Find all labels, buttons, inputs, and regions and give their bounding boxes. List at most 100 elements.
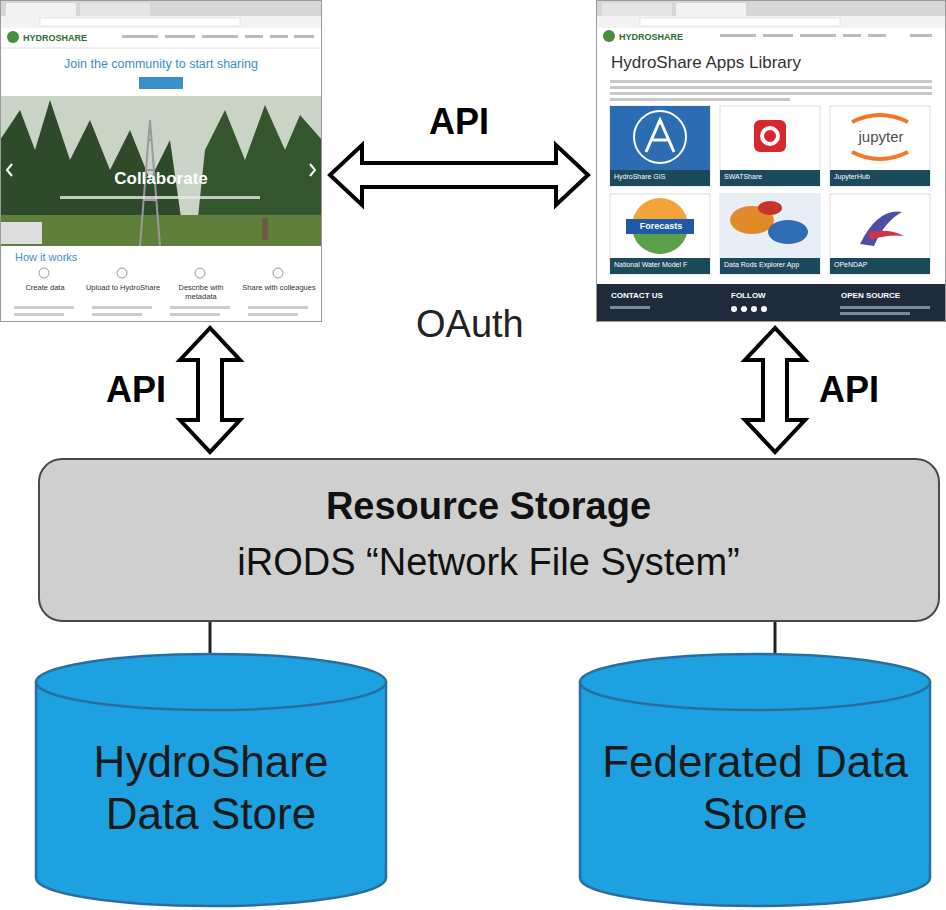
nav-item: [165, 35, 195, 38]
nav-item: [294, 35, 314, 38]
text-slot: OPEN SOURCE: [841, 291, 941, 301]
jupyter-arc: [852, 152, 908, 159]
node-text: Join the community to start sharing: [1, 57, 321, 72]
text-line: [14, 306, 74, 309]
text-slot: HydroShare Apps Library: [611, 53, 931, 73]
node-text: iRODS “Network File System”: [40, 540, 937, 586]
app-tile: ForecastsNational Water Model F: [611, 195, 711, 275]
cylinder-top: [36, 654, 386, 710]
cylinder-top: [580, 654, 930, 710]
text-line: [248, 313, 298, 316]
app-tile: SWATShare: [721, 107, 821, 187]
browser-tabbar: [0, 0, 322, 16]
gis-icon: [646, 120, 674, 152]
tile-label-bar: [720, 170, 820, 186]
social-icon: [751, 306, 757, 312]
database-cylinder: Federated Data Store: [578, 652, 932, 908]
app-tile: Data Rods Explorer App: [721, 195, 821, 275]
tile-label-bar: [610, 258, 710, 274]
apps-library-screenshot: HYDROSHARE HydroShare Apps LibraryCONTACT…: [596, 0, 946, 322]
edge-label: API: [429, 100, 489, 143]
node-text: Share with colleagues: [241, 284, 317, 293]
double-block-arrow: [180, 328, 240, 452]
node-text: Create data: [7, 284, 83, 293]
photo-person: [262, 218, 268, 240]
double-block-arrow: [745, 328, 805, 452]
browser-tab: [602, 3, 672, 16]
browser-tab: [676, 3, 746, 16]
storage-layer-box: Resource StorageiRODS “Network File Syst…: [38, 458, 940, 622]
text-slot: SWATShare: [724, 173, 818, 181]
social-icon: [761, 306, 767, 312]
browser-tabbar: [596, 0, 946, 16]
text-slot: How it works: [15, 251, 135, 264]
text-slot: CONTACT US: [611, 291, 711, 301]
nav-item: [245, 35, 263, 38]
map-ground: [720, 194, 820, 258]
nav-item: [270, 35, 288, 38]
social-icon: [731, 306, 737, 312]
text-slot: API: [429, 100, 489, 143]
jupyter-arc: [852, 115, 908, 122]
text-slot: HYDROSHARE: [23, 33, 113, 44]
node-text: Describe with metadata: [163, 284, 239, 301]
text-line: [610, 86, 932, 89]
logo-mark: [603, 30, 615, 42]
connector-line: [774, 622, 777, 654]
text-slot: JupyterHub: [834, 173, 928, 181]
node-text: Federated Data Store: [588, 736, 922, 840]
cylinder-body: [580, 682, 930, 906]
node-text: Upload to HydroShare: [85, 284, 161, 293]
tile-frame: [610, 194, 710, 274]
node-text: FOLLOW: [731, 291, 821, 301]
start-button: [139, 77, 183, 89]
text-slot: HYDROSHARE: [619, 32, 709, 43]
app-tile: jupyterJupyterHub: [831, 107, 931, 187]
node-text: How it works: [15, 251, 135, 264]
footer-line: [610, 306, 650, 309]
text-line: [92, 306, 152, 309]
cylinder-body: [36, 682, 386, 906]
app-name: jupyter: [831, 128, 931, 146]
map-blob: [758, 201, 782, 215]
text-slot: jupyter: [831, 128, 931, 146]
annotation-label: OAuth: [416, 302, 576, 348]
tile-frame: [610, 106, 710, 186]
text-slot: iRODS “Network File System”: [40, 540, 937, 586]
nav-item: [800, 34, 836, 37]
node-text: OPEN SOURCE: [841, 291, 941, 301]
node-text: HydroShare Apps Library: [611, 53, 931, 73]
tile-label-bar: [610, 170, 710, 186]
website-screenshot: HYDROSHARE Join the community to start sh…: [0, 0, 322, 322]
photo-caption-line: [60, 196, 260, 199]
social-icon: [741, 306, 747, 312]
nav-item: [843, 34, 861, 37]
edge-label: API: [819, 368, 879, 411]
app-name: National Water Model F: [614, 261, 708, 269]
text-slot: HydroShare GIS: [614, 173, 708, 181]
text-slot: National Water Model F: [614, 261, 708, 269]
nav-item: [763, 34, 793, 37]
text-slot: Create data: [7, 284, 83, 293]
tile-label-bar: [830, 258, 930, 274]
tile-frame: [720, 194, 820, 274]
step-circle: [39, 268, 49, 278]
app-name: OPeNDAP: [834, 261, 928, 269]
text-slot: Describe with metadata: [163, 284, 239, 301]
step-circle: [117, 268, 127, 278]
text-line: [170, 306, 230, 309]
gis-icon: [634, 111, 686, 163]
text-line: [610, 98, 790, 101]
footer-line: [840, 312, 910, 315]
text-slot: Data Rods Explorer App: [724, 261, 818, 269]
app-name: SWATShare: [724, 173, 818, 181]
step-circle: [273, 268, 283, 278]
node-text: HYDROSHARE: [23, 33, 113, 44]
gis-icon-ground: [610, 106, 710, 170]
app-name: Forecasts: [611, 221, 711, 232]
text-slot: Federated Data Store: [588, 736, 922, 840]
swat-icon: [754, 120, 786, 152]
text-line: [170, 313, 220, 316]
logo-mark: [7, 31, 19, 43]
